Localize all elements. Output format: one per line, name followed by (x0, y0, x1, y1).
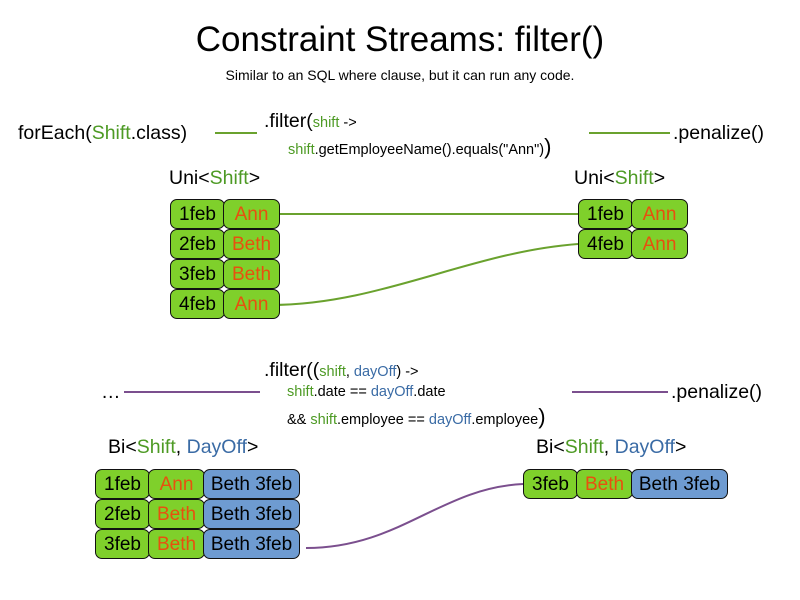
uni-output-head-prefix: Uni< (574, 167, 615, 189)
bi-input-head-suffix: > (246, 436, 259, 458)
uni-filter-var: shift (288, 142, 315, 158)
bi-output-head-type2: DayOff (614, 436, 675, 458)
bi-filter-l3-end: .employee (471, 412, 539, 428)
bi-filter-close-paren: ) (538, 404, 546, 429)
cell-date: 1feb (170, 199, 225, 229)
bi-filter-l2-var2: dayOff (370, 384, 414, 400)
bi-output-table-header: Bi<Shift, DayOff> (536, 436, 686, 458)
bi-filter-param2: dayOff (353, 364, 397, 380)
cell-name: Ann (223, 199, 280, 229)
uni-input-head-type: Shift (209, 167, 249, 189)
bi-filter-line1: .filter((shift, dayOff) -> (264, 359, 419, 381)
cell-pair: Beth 3feb (631, 469, 728, 499)
bi-source-ellipsis: … (101, 381, 121, 403)
uni-filter-close-paren: ) (544, 134, 552, 159)
bi-penalize-label: .penalize() (671, 381, 763, 403)
bi-input-head-comma: , (175, 436, 187, 458)
cell-name: Ann (223, 289, 280, 319)
cell-date: 3feb (95, 529, 150, 559)
uni-input-head-suffix: > (248, 167, 261, 189)
cell-name: Beth (148, 499, 205, 529)
bi-filter-l3-var1: shift (310, 412, 337, 428)
page-subtitle: Similar to an SQL where clause, but it c… (225, 67, 575, 83)
cell-pair: Beth 3feb (203, 469, 300, 499)
table-row[interactable]: 3feb Beth Beth 3feb (523, 469, 728, 499)
cell-name: Beth (223, 259, 280, 289)
table-row[interactable]: 3feb Beth (170, 259, 280, 289)
cell-name: Ann (148, 469, 205, 499)
cell-date: 4feb (170, 289, 225, 319)
uni-filter-call: .filter( (264, 110, 313, 132)
foreach-label: forEach(Shift.class) (18, 122, 187, 144)
bi-input-head-prefix: Bi< (108, 436, 137, 458)
cell-date: 2feb (95, 499, 150, 529)
page-title: Constraint Streams: filter() (195, 20, 605, 59)
table-row[interactable]: 4feb Ann (578, 229, 688, 259)
bi-filter-l2-var1: shift (287, 384, 314, 400)
foreach-prefix: forEach( (18, 122, 92, 144)
cell-date: 3feb (170, 259, 225, 289)
table-row[interactable]: 1feb Ann (170, 199, 280, 229)
uni-filter-line2: shift.getEmployeeName().equals("Ann")) (288, 136, 551, 159)
uni-output-head-type: Shift (614, 167, 654, 189)
bi-output-head-suffix: > (674, 436, 687, 458)
bi-input-table-header: Bi<Shift, DayOff> (108, 436, 258, 458)
table-row[interactable]: 2feb Beth Beth 3feb (95, 499, 300, 529)
uni-output-head-suffix: > (653, 167, 666, 189)
bi-input-head-type2: DayOff (186, 436, 247, 458)
bi-filter-l2-mid: .date == (313, 384, 371, 400)
bi-filter-l3-and: && (287, 412, 311, 428)
uni-input-head-prefix: Uni< (169, 167, 210, 189)
cell-name: Beth (576, 469, 633, 499)
table-row[interactable]: 1feb Ann Beth 3feb (95, 469, 300, 499)
bi-output-head-prefix: Bi< (536, 436, 565, 458)
foreach-suffix: .class) (130, 122, 188, 144)
bi-output-head-comma: , (603, 436, 615, 458)
bi-filter-l2-end: .date (413, 384, 446, 400)
table-row[interactable]: 4feb Ann (170, 289, 280, 319)
bi-output-head-type1: Shift (564, 436, 604, 458)
cell-date: 2feb (170, 229, 225, 259)
table-row[interactable]: 1feb Ann (578, 199, 688, 229)
cell-date: 3feb (523, 469, 578, 499)
cell-pair: Beth 3feb (203, 499, 300, 529)
uni-output-table-header: Uni<Shift> (574, 167, 665, 189)
cell-name: Beth (223, 229, 280, 259)
bi-filter-param1: shift (319, 364, 346, 380)
cell-date: 4feb (578, 229, 633, 259)
bi-filter-comma: , (345, 364, 354, 380)
bi-filter-l3-var2: dayOff (428, 412, 472, 428)
bi-input-head-type1: Shift (136, 436, 176, 458)
uni-input-table-header: Uni<Shift> (169, 167, 260, 189)
wire-bi-3feb (305, 483, 524, 549)
bi-filter-call: .filter(( (264, 359, 320, 381)
foreach-type: Shift (91, 122, 131, 144)
cell-name: Ann (631, 229, 688, 259)
cell-date: 1feb (578, 199, 633, 229)
uni-filter-arrow: -> (339, 115, 357, 131)
uni-filter-param: shift (312, 115, 340, 131)
bi-filter-arrow: ) -> (396, 364, 419, 380)
bi-filter-line3: && shift.employee == dayOff.employee) (287, 406, 546, 429)
cell-name: Ann (631, 199, 688, 229)
uni-filter-line1: .filter(shift -> (264, 110, 357, 132)
cell-name: Beth (148, 529, 205, 559)
table-row[interactable]: 2feb Beth (170, 229, 280, 259)
cell-pair: Beth 3feb (203, 529, 300, 559)
cell-date: 1feb (95, 469, 150, 499)
bi-filter-line2: shift.date == dayOff.date (287, 384, 446, 401)
uni-penalize-label: .penalize() (673, 122, 765, 144)
bi-filter-l3-mid: .employee == (336, 412, 429, 428)
wire-uni-4feb (270, 243, 579, 306)
uni-filter-body: .getEmployeeName().equals("Ann") (314, 142, 545, 158)
table-row[interactable]: 3feb Beth Beth 3feb (95, 529, 300, 559)
